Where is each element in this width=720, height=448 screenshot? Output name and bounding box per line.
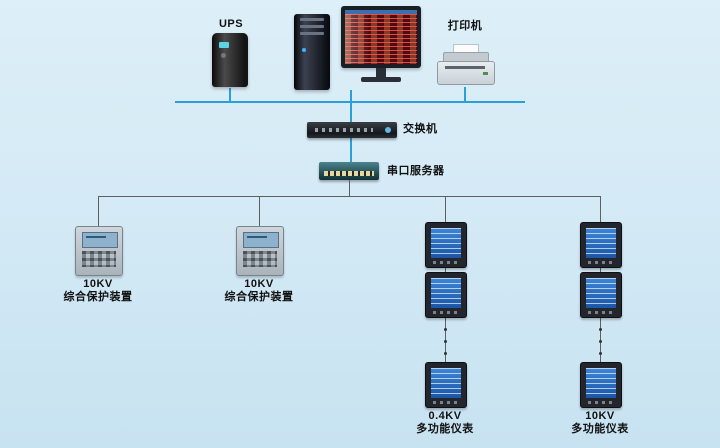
- meter-screen: [586, 368, 616, 398]
- printer-button: [483, 72, 488, 75]
- fieldbus-line: [98, 196, 601, 197]
- ellipsis-dot: [599, 328, 602, 331]
- monitor-base: [361, 77, 401, 82]
- pc-tower-icon: [294, 14, 330, 90]
- protection-lcd: [82, 232, 118, 248]
- ups-drop-line: [229, 88, 231, 101]
- meter-buttons: [588, 311, 614, 314]
- ellipsis-dot: [444, 352, 447, 355]
- drive-bay: [300, 32, 324, 35]
- protection2-drop-line: [259, 196, 260, 226]
- power-meter-icon: [425, 362, 467, 408]
- ellipsis-dot: [444, 328, 447, 331]
- ups-display: [219, 42, 229, 48]
- meter-buttons: [588, 401, 614, 404]
- switch-icon: [307, 122, 397, 138]
- protection2-name-label: 综合保护装置: [224, 291, 294, 303]
- ellipsis-dot: [599, 352, 602, 355]
- meter-column2-voltage-label: 10KV: [585, 410, 615, 422]
- power-meter-icon: [580, 272, 622, 318]
- drive-bay: [300, 18, 324, 21]
- switch-ports: [315, 128, 373, 132]
- printer-icon: [437, 44, 495, 85]
- ups-button: [221, 53, 226, 58]
- meter-screen: [586, 228, 616, 258]
- bus-to-switch-line: [350, 103, 352, 122]
- meter-column2-name-label: 多功能仪表: [571, 423, 629, 435]
- printer-slot: [445, 66, 485, 69]
- switch-logo: [385, 127, 391, 133]
- printer-label: 打印机: [447, 20, 483, 32]
- serial-server-label: 串口服务器: [387, 165, 445, 177]
- drive-bay: [300, 25, 324, 28]
- protection-keypad: [82, 251, 116, 267]
- protection1-name-label: 综合保护装置: [63, 291, 133, 303]
- power-meter-icon: [425, 272, 467, 318]
- screen-titlebar: [345, 10, 417, 14]
- protection-keypad: [243, 251, 277, 267]
- protection-device-icon: [75, 226, 123, 276]
- meter-screen: [431, 278, 461, 308]
- meter-column1-name-label: 多功能仪表: [416, 423, 474, 435]
- switch-to-server-line: [350, 138, 352, 162]
- printer-drop-line: [464, 87, 466, 101]
- power-meter-icon: [580, 362, 622, 408]
- serial-server-ports: [324, 171, 374, 176]
- scada-screen: [345, 10, 417, 64]
- meter-buttons: [433, 261, 459, 264]
- server-to-fieldbus-line: [349, 180, 350, 196]
- ups-icon: [212, 33, 248, 87]
- power-meter-icon: [580, 222, 622, 268]
- power-led: [302, 48, 306, 52]
- meter-screen: [431, 368, 461, 398]
- monitor-icon: [341, 6, 421, 68]
- ups-label: UPS: [218, 18, 244, 30]
- monitor-neck: [376, 68, 386, 77]
- protection-device-icon: [236, 226, 284, 276]
- protection2-voltage-label: 10KV: [244, 278, 274, 290]
- meter-buttons: [588, 261, 614, 264]
- serial-server-icon: [319, 162, 379, 180]
- meter-buttons: [433, 401, 459, 404]
- protection1-voltage-label: 10KV: [83, 278, 113, 290]
- workstation-drop-line: [350, 90, 352, 101]
- meter-screen: [431, 228, 461, 258]
- protection-lcd: [243, 232, 279, 248]
- power-meter-icon: [425, 222, 467, 268]
- meter-buttons: [433, 311, 459, 314]
- meter-column1-voltage-label: 0.4KV: [428, 410, 462, 422]
- ellipsis-dot: [599, 340, 602, 343]
- switch-label: 交换机: [403, 123, 438, 135]
- ethernet-bus-line: [175, 101, 525, 103]
- protection1-drop-line: [98, 196, 99, 226]
- meter-screen: [586, 278, 616, 308]
- ellipsis-dot: [444, 340, 447, 343]
